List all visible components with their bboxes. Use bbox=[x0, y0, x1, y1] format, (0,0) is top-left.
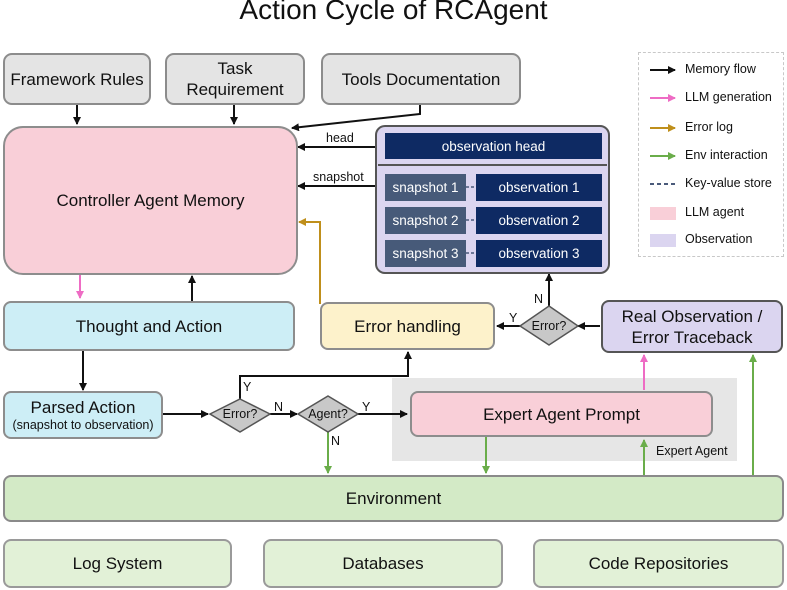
agent-yes-label: Y bbox=[362, 400, 371, 414]
legend-llm-agent: LLM agent bbox=[685, 205, 745, 219]
real-observation-box: Real Observation / Error Traceback bbox=[601, 300, 783, 353]
edge-label-expert-agent: Expert Agent bbox=[656, 444, 728, 458]
error-handling-box: Error handling bbox=[320, 302, 495, 350]
snapshot-2: snapshot 2 bbox=[385, 207, 466, 234]
decision-error-left bbox=[208, 398, 272, 433]
observation-head: observation head bbox=[385, 133, 602, 159]
legend-marks bbox=[650, 66, 677, 247]
observation-1: observation 1 bbox=[476, 174, 602, 201]
agent-no-label: N bbox=[331, 434, 341, 448]
legend-error-log: Error log bbox=[685, 120, 733, 134]
decision-error-right bbox=[518, 305, 580, 346]
log-system-box: Log System bbox=[3, 539, 232, 588]
legend-env-interaction: Env interaction bbox=[685, 148, 768, 162]
code-repositories-box: Code Repositories bbox=[533, 539, 784, 588]
parsed-action-subtitle: (snapshot to observation) bbox=[12, 418, 154, 432]
error-right-yes-label: Y bbox=[509, 311, 518, 325]
thought-and-action-box: Thought and Action bbox=[3, 301, 295, 351]
databases-box: Databases bbox=[263, 539, 503, 588]
arrow-error-log bbox=[298, 218, 321, 304]
tools-documentation-box: Tools Documentation bbox=[321, 53, 521, 105]
environment-box: Environment bbox=[3, 475, 784, 522]
error-right-no-label: N bbox=[534, 292, 544, 306]
snapshot-3: snapshot 3 bbox=[385, 240, 466, 267]
arrow-tools-to-memory bbox=[291, 105, 421, 132]
legend: Memory flow LLM generation Error log Env… bbox=[638, 52, 784, 257]
framework-rules-box: Framework Rules bbox=[3, 53, 151, 105]
parsed-action-title: Parsed Action bbox=[30, 398, 136, 417]
arrow-error-yes bbox=[239, 351, 412, 399]
snapshot-1: snapshot 1 bbox=[385, 174, 466, 201]
legend-observation: Observation bbox=[685, 232, 753, 246]
legend-key-value-store: Key-value store bbox=[685, 176, 772, 190]
decision-agent bbox=[296, 395, 360, 433]
observation-3: observation 3 bbox=[476, 240, 602, 267]
edge-label-head: head bbox=[326, 131, 354, 145]
legend-llm-agent-swatch bbox=[650, 207, 676, 220]
parsed-action-box: Parsed Action (snapshot to observation) bbox=[3, 391, 163, 439]
legend-observation-swatch bbox=[650, 234, 676, 247]
legend-memory-flow: Memory flow bbox=[685, 62, 756, 76]
decision-error-left-label: Error? bbox=[222, 407, 258, 421]
task-requirement-box: Task Requirement bbox=[165, 53, 305, 105]
legend-llm-generation: LLM generation bbox=[685, 90, 772, 104]
diagram-title: Action Cycle of RCAgent bbox=[239, 0, 548, 25]
error-left-yes-label: Y bbox=[243, 380, 252, 394]
decision-error-right-label: Error? bbox=[531, 319, 567, 333]
observation-2: observation 2 bbox=[476, 207, 602, 234]
decision-agent-label: Agent? bbox=[308, 407, 348, 421]
error-left-no-label: N bbox=[274, 400, 284, 414]
expert-agent-prompt-box: Expert Agent Prompt bbox=[410, 391, 713, 437]
controller-agent-memory: Controller Agent Memory bbox=[3, 126, 298, 275]
edge-label-snapshot: snapshot bbox=[313, 170, 364, 184]
